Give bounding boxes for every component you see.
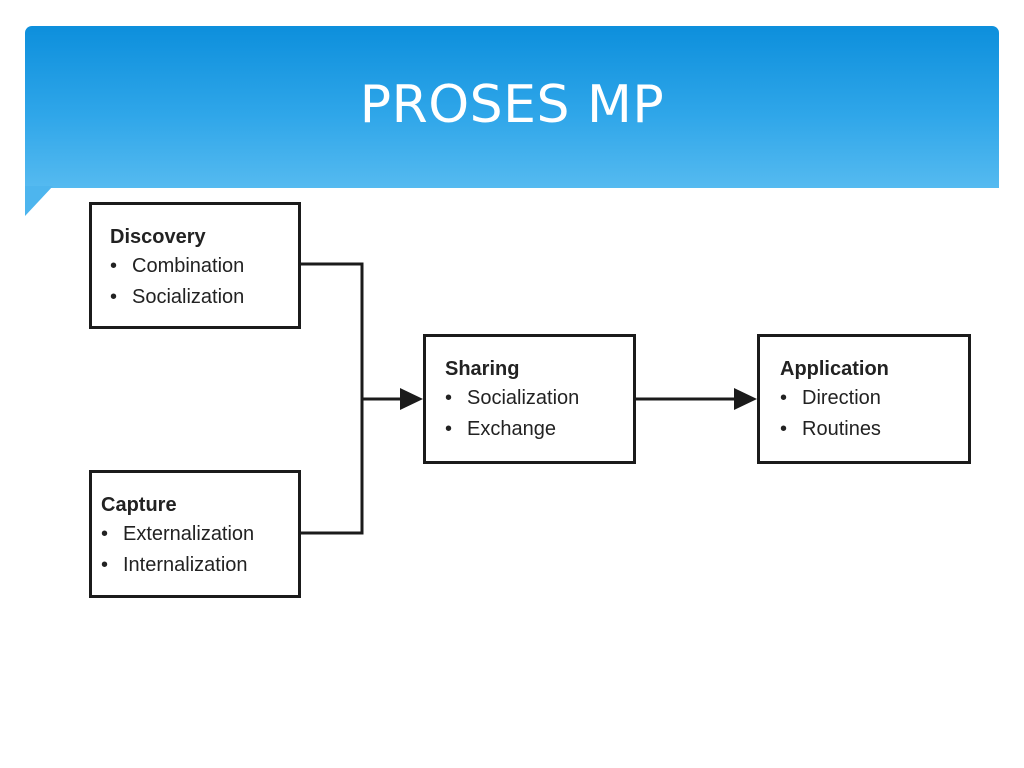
node-item: • Exchange — [445, 414, 633, 445]
title-band — [25, 26, 999, 188]
node-capture: Capture • Externalization • Internalizatio… — [89, 470, 301, 598]
bullet-icon: • — [445, 387, 453, 409]
bullet-icon: • — [110, 286, 118, 308]
node-heading: Capture — [101, 494, 177, 516]
node-item-list: • Combination • Socialization — [110, 251, 298, 313]
bullet-icon: • — [780, 418, 788, 440]
node-item: • Direction — [780, 383, 968, 414]
bullet-icon: • — [110, 255, 118, 277]
node-item-label: Exchange — [467, 418, 556, 440]
bullet-icon: • — [445, 418, 453, 440]
node-item: • Socialization — [445, 383, 633, 414]
node-item: • Externalization — [101, 519, 298, 550]
node-item-label: Combination — [132, 255, 245, 277]
arrowhead-to-sharing — [400, 388, 423, 410]
bullet-icon: • — [780, 387, 788, 409]
node-heading: Application — [780, 358, 889, 380]
node-item-list: • Externalization • Internalization — [101, 519, 298, 581]
node-item-label: Routines — [802, 418, 881, 440]
node-item-label: Direction — [802, 387, 881, 409]
node-item-label: Externalization — [123, 523, 255, 545]
node-item: • Socialization — [110, 282, 298, 313]
node-sharing: Sharing • Socialization • Exchange — [423, 334, 636, 464]
bullet-icon: • — [101, 554, 109, 576]
node-application: Application • Direction • Routines — [757, 334, 971, 464]
node-item-list: • Socialization • Exchange — [445, 383, 633, 445]
arrowhead-to-application — [734, 388, 757, 410]
slide-title: PROSES MP — [359, 75, 665, 135]
node-item-list: • Direction • Routines — [780, 383, 968, 445]
node-item: • Combination — [110, 251, 298, 282]
node-heading: Sharing — [445, 358, 520, 380]
node-item: • Routines — [780, 414, 968, 445]
node-item: • Internalization — [101, 550, 298, 581]
node-heading: Discovery — [110, 226, 206, 248]
bullet-icon: • — [101, 523, 109, 545]
node-item-label: Socialization — [467, 387, 580, 409]
node-item-label: Socialization — [132, 286, 245, 308]
node-discovery: Discovery • Combination • Socialization — [89, 202, 301, 329]
node-item-label: Internalization — [123, 554, 248, 576]
title-band-tab — [25, 186, 53, 216]
